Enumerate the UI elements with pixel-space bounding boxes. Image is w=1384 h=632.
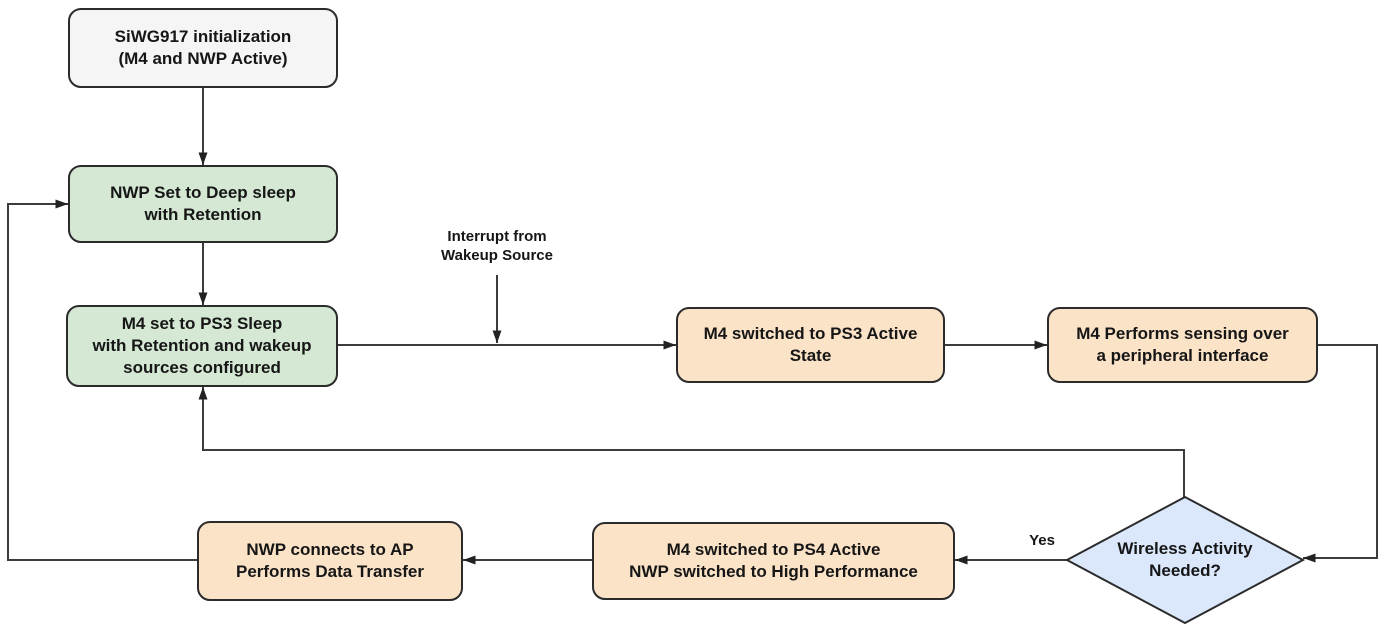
node-nwp-connects: NWP connects to AP Performs Data Transfe… bbox=[197, 521, 463, 601]
node-m4-ps3-sleep-label: M4 set to PS3 Sleep with Retention and w… bbox=[92, 313, 312, 378]
node-nwp-connects-label: NWP connects to AP Performs Data Transfe… bbox=[235, 539, 425, 581]
decision-diamond bbox=[1064, 495, 1306, 625]
node-siwg917-init-label: SiWG917 initialization (M4 and NWP Activ… bbox=[114, 26, 292, 68]
yes-branch-label: Yes bbox=[1029, 532, 1055, 549]
node-siwg917-init: SiWG917 initialization (M4 and NWP Activ… bbox=[68, 8, 338, 88]
node-m4-sensing-label: M4 Performs sensing over a peripheral in… bbox=[1076, 323, 1289, 365]
edge-decision-to-ps3-sleep bbox=[198, 387, 1185, 497]
node-m4-ps4-active-label: M4 switched to PS4 Active NWP switched t… bbox=[629, 539, 918, 581]
node-nwp-deep-sleep: NWP Set to Deep sleep with Retention bbox=[68, 165, 338, 243]
node-m4-ps3-sleep: M4 set to PS3 Sleep with Retention and w… bbox=[66, 305, 338, 387]
node-m4-ps3-active-label: M4 switched to PS3 Active State bbox=[703, 323, 918, 365]
interrupt-annotation: Interrupt from Wakeup Source bbox=[441, 228, 553, 264]
node-m4-ps3-active: M4 switched to PS3 Active State bbox=[676, 307, 945, 383]
edge-nwp-connects-to-deep-sleep bbox=[7, 199, 197, 561]
node-m4-sensing: M4 Performs sensing over a peripheral in… bbox=[1047, 307, 1318, 383]
node-m4-ps4-active: M4 switched to PS4 Active NWP switched t… bbox=[592, 522, 955, 600]
edge-sensing-to-decision bbox=[1303, 344, 1378, 563]
node-nwp-deep-sleep-label: NWP Set to Deep sleep with Retention bbox=[110, 182, 296, 224]
